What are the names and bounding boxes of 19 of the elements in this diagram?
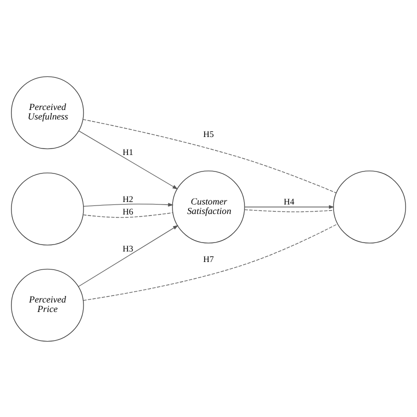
edge-label: H2 [122, 193, 134, 204]
connector [82, 212, 174, 218]
node-circle: Perceived Usefulness [11, 76, 84, 149]
arrow [78, 130, 178, 189]
connector [82, 118, 336, 193]
edge-label: H1 [122, 146, 134, 157]
edge-label: H6 [122, 206, 134, 216]
node-circle [11, 172, 84, 245]
edge-label: H7 [203, 254, 214, 264]
arrow [78, 224, 178, 286]
edge-label: H3 [122, 242, 134, 253]
arrow [244, 204, 334, 208]
connector [83, 223, 338, 300]
edge-label: H4 [284, 196, 294, 206]
node-circle: Perceived Price [11, 268, 84, 342]
connector [244, 208, 334, 212]
arrow [83, 202, 174, 206]
edge-label: H5 [203, 128, 214, 139]
node-circle [333, 170, 406, 243]
